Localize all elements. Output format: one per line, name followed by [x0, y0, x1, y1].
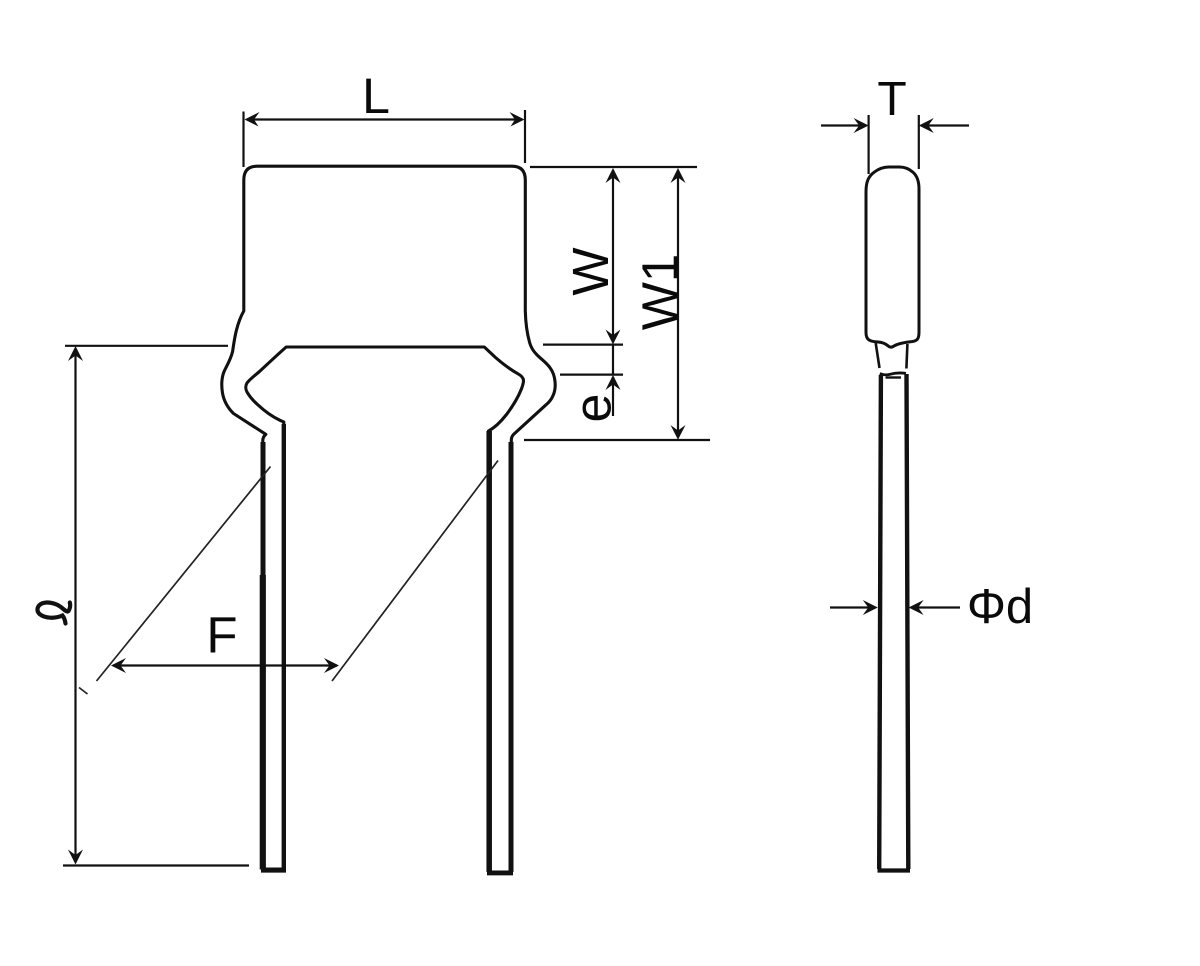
svg-text:W: W — [562, 247, 619, 295]
svg-text:e: e — [565, 394, 623, 423]
svg-text:T: T — [877, 73, 906, 126]
svg-text:W1: W1 — [632, 254, 689, 331]
svg-text:F: F — [206, 607, 237, 664]
svg-text:Φd: Φd — [967, 580, 1033, 634]
svg-text:L: L — [362, 68, 390, 124]
